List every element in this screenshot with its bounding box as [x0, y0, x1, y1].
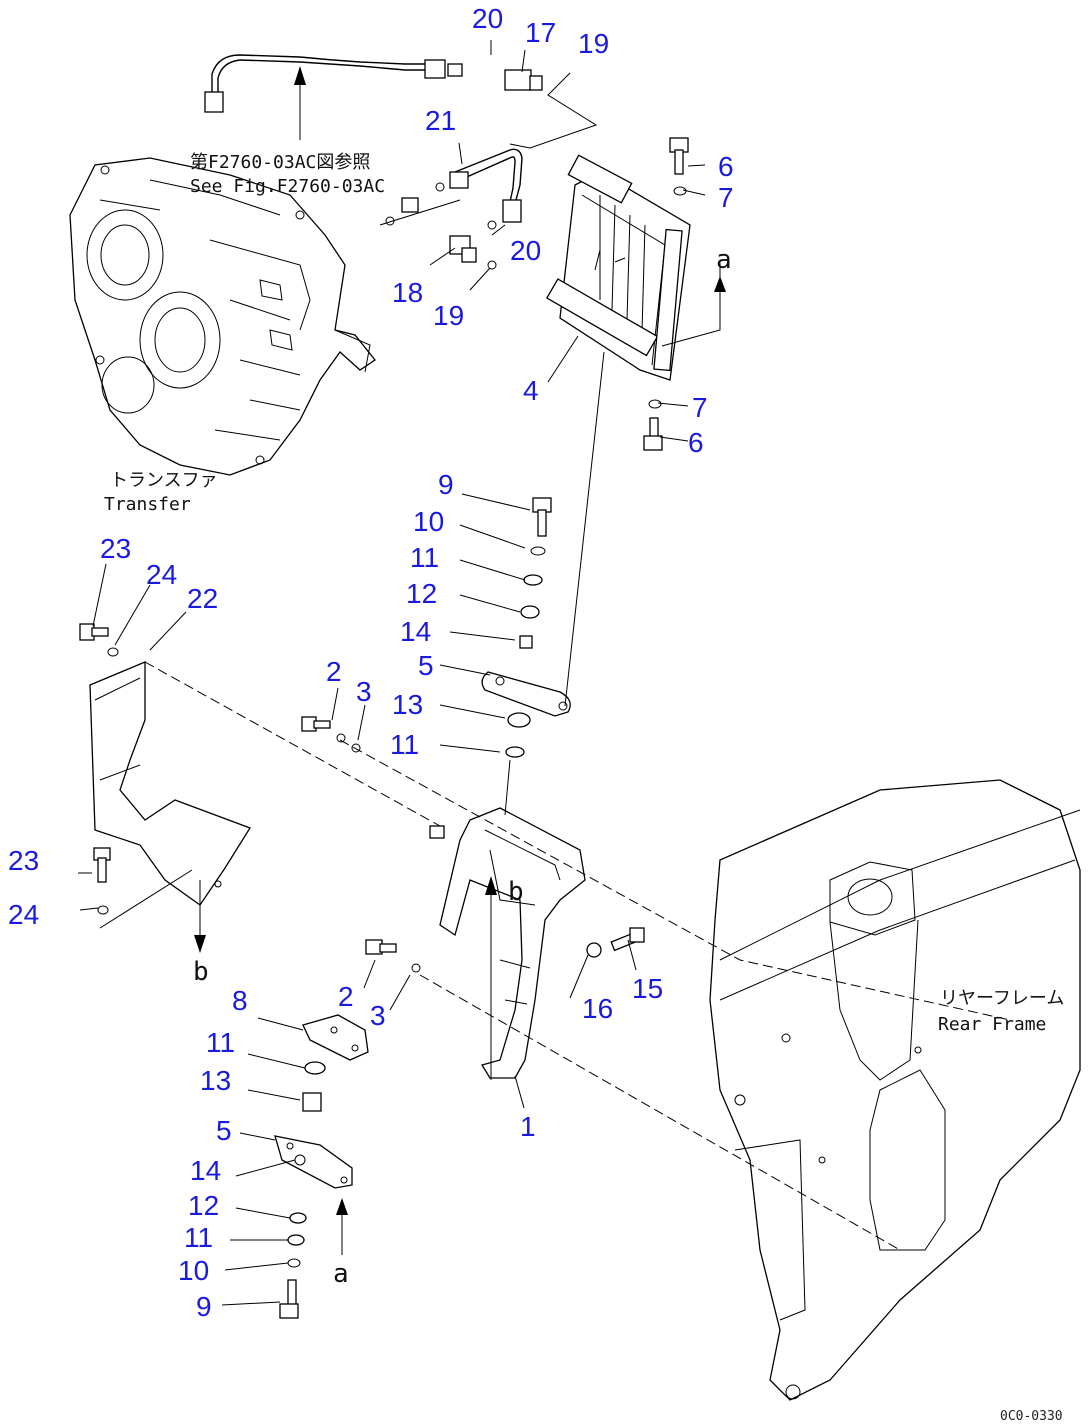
rear-frame-jp-label: リヤーフレーム: [940, 988, 1064, 1009]
callout-18: 18: [392, 277, 423, 308]
callout-23: 23: [100, 533, 131, 564]
oil-cooler: [545, 154, 691, 381]
callout-3: 3: [356, 676, 372, 707]
transfer-en-label: Transfer: [104, 494, 191, 515]
callout-16: 16: [582, 993, 613, 1024]
ref-a-top: a: [716, 245, 732, 275]
callout-11: 11: [184, 1222, 213, 1253]
rear-frame-en-label: Rear Frame: [938, 1014, 1046, 1035]
callout-5: 5: [418, 650, 434, 681]
callout-12: 12: [188, 1190, 219, 1221]
callout-11: 11: [390, 729, 419, 760]
transfer-housing: [69, 157, 376, 476]
callout-10: 10: [178, 1255, 209, 1286]
callout-13: 13: [200, 1065, 231, 1096]
callout-3: 3: [370, 1000, 386, 1031]
callout-17: 17: [525, 17, 556, 48]
callout-11: 11: [206, 1027, 235, 1058]
bolt-23-top: [79, 623, 119, 657]
mount-stack-upper: [481, 497, 571, 758]
callout-12: 12: [406, 578, 437, 609]
bolt-2-lower: [365, 939, 421, 973]
callout-15: 15: [632, 973, 663, 1004]
see-fig-jp-label: 第F2760-03AC図参照: [190, 152, 370, 173]
mount-stack-lower: [274, 1014, 369, 1319]
callout-1: 1: [520, 1111, 536, 1142]
hose-21: [385, 148, 523, 270]
bolt-2-upper: [301, 716, 361, 753]
hose-assembly: [204, 54, 543, 226]
callout-19: 19: [578, 28, 609, 59]
callout-10: 10: [413, 506, 444, 537]
callout-13: 13: [392, 689, 423, 720]
callout-2: 2: [338, 981, 354, 1012]
bolt-6-bottom: [643, 399, 663, 451]
callout-9: 9: [438, 469, 454, 500]
text-labels: 第F2760-03AC図参照 See Fig.F2760-03AC トランスファ…: [104, 152, 1064, 1424]
ref-b-center: b: [508, 877, 524, 907]
footer-code: 0C0-0330: [1000, 1409, 1063, 1424]
callout-14: 14: [400, 616, 431, 647]
see-fig-en-label: See Fig.F2760-03AC: [190, 176, 385, 197]
callout-21: 21: [425, 105, 456, 136]
callout-24: 24: [146, 559, 177, 590]
callout-14: 14: [190, 1155, 221, 1186]
callout-8: 8: [232, 985, 248, 1016]
callout-2: 2: [326, 656, 342, 687]
callout-11: 11: [410, 542, 439, 573]
guard-plate-22: [89, 661, 251, 906]
callout-19: 19: [433, 300, 464, 331]
bolt-6-top: [669, 137, 689, 196]
bolt-23-left: [93, 847, 111, 915]
ref-a-bottom: a: [333, 1259, 349, 1289]
callout-7: 7: [692, 392, 708, 423]
callout-23: 23: [8, 845, 39, 876]
callout-9: 9: [196, 1291, 212, 1322]
callout-4: 4: [523, 375, 539, 406]
callout-24: 24: [8, 899, 39, 930]
callout-5: 5: [216, 1115, 232, 1146]
callout-22: 22: [187, 583, 218, 614]
callout-6: 6: [688, 427, 704, 458]
transfer-jp-label: トランスファ: [110, 470, 218, 491]
callout-numbers: 20 17 19 21 6 7 20 18 19 4 7 6 9 10 11 1…: [8, 3, 734, 1322]
bolt-15-16: [586, 927, 645, 958]
callout-7: 7: [718, 182, 734, 213]
bracket-1: [429, 807, 586, 1079]
callout-6: 6: [718, 151, 734, 182]
ref-b-left: b: [193, 957, 209, 987]
rear-frame: [709, 779, 1081, 1401]
flow-arrows: [194, 66, 726, 1255]
callout-20: 20: [472, 3, 503, 34]
callout-20: 20: [510, 235, 541, 266]
